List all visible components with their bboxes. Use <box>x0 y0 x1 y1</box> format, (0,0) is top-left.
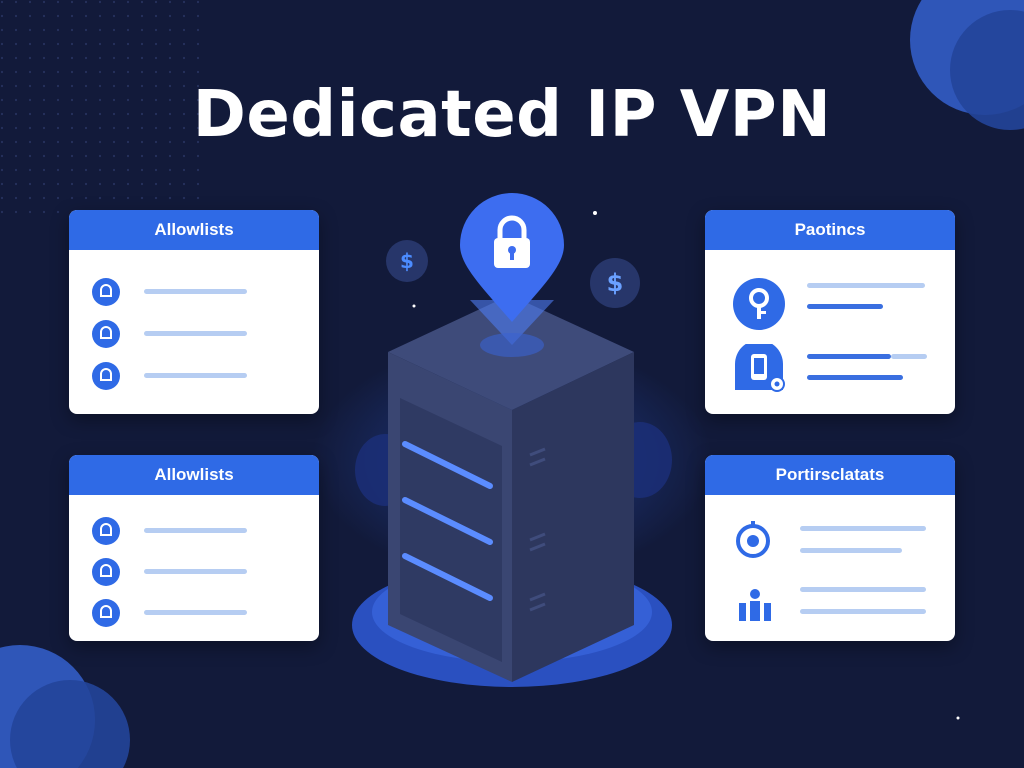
shield-icon <box>92 362 120 390</box>
shield-icon <box>92 517 120 545</box>
list-item[interactable] <box>705 344 955 394</box>
dollar-icon: $ <box>400 249 414 273</box>
phone-lock-icon <box>735 344 785 392</box>
list-item-line <box>800 548 902 553</box>
list-item-line <box>800 609 926 614</box>
list-item[interactable] <box>69 361 319 391</box>
list-item[interactable] <box>69 277 319 307</box>
list-item[interactable] <box>69 516 319 546</box>
server-light-1 <box>402 441 493 489</box>
card-header: Allowlists <box>69 210 319 250</box>
list-item-line <box>800 587 926 592</box>
portirsclatats-card[interactable]: Portirsclatats <box>705 455 955 641</box>
allowlists-card-top[interactable]: Allowlists <box>69 210 319 414</box>
server-light-2 <box>402 497 493 545</box>
list-item-line <box>807 304 883 309</box>
shield-icon <box>92 278 120 306</box>
list-item-line <box>144 373 247 378</box>
server-light-3 <box>402 553 493 601</box>
list-item[interactable] <box>69 557 319 587</box>
list-item[interactable] <box>705 276 955 330</box>
shield-icon <box>92 599 120 627</box>
list-item-line <box>800 526 926 531</box>
list-item[interactable] <box>705 519 955 563</box>
dollar-icon: $ <box>606 269 624 297</box>
lock-icon <box>494 215 530 268</box>
list-item-line <box>891 354 927 359</box>
shield-icon <box>92 558 120 586</box>
list-item-line <box>144 569 247 574</box>
card-header: Paotincs <box>705 210 955 250</box>
list-item-line <box>144 528 247 533</box>
server-side <box>512 352 634 682</box>
list-item-line <box>807 375 903 380</box>
card-header: Portirsclatats <box>705 455 955 495</box>
target-icon <box>736 521 770 558</box>
list-item-line <box>807 354 891 359</box>
allowlists-card-bottom[interactable]: Allowlists <box>69 455 319 641</box>
list-item-line <box>807 283 925 288</box>
card-header: Allowlists <box>69 455 319 495</box>
list-item-line <box>144 610 247 615</box>
coin-left: $ <box>386 240 428 282</box>
paotincs-card[interactable]: Paotincs <box>705 210 955 414</box>
list-item-line <box>144 289 247 294</box>
coin-right: $ <box>590 258 640 308</box>
page-title: Dedicated IP VPN <box>192 78 832 152</box>
key-icon <box>733 278 785 330</box>
users-icon <box>739 589 771 621</box>
list-item[interactable] <box>705 583 955 627</box>
list-item-line <box>144 331 247 336</box>
shield-icon <box>92 320 120 348</box>
list-item[interactable] <box>69 598 319 628</box>
list-item[interactable] <box>69 319 319 349</box>
light-beam <box>470 300 554 345</box>
